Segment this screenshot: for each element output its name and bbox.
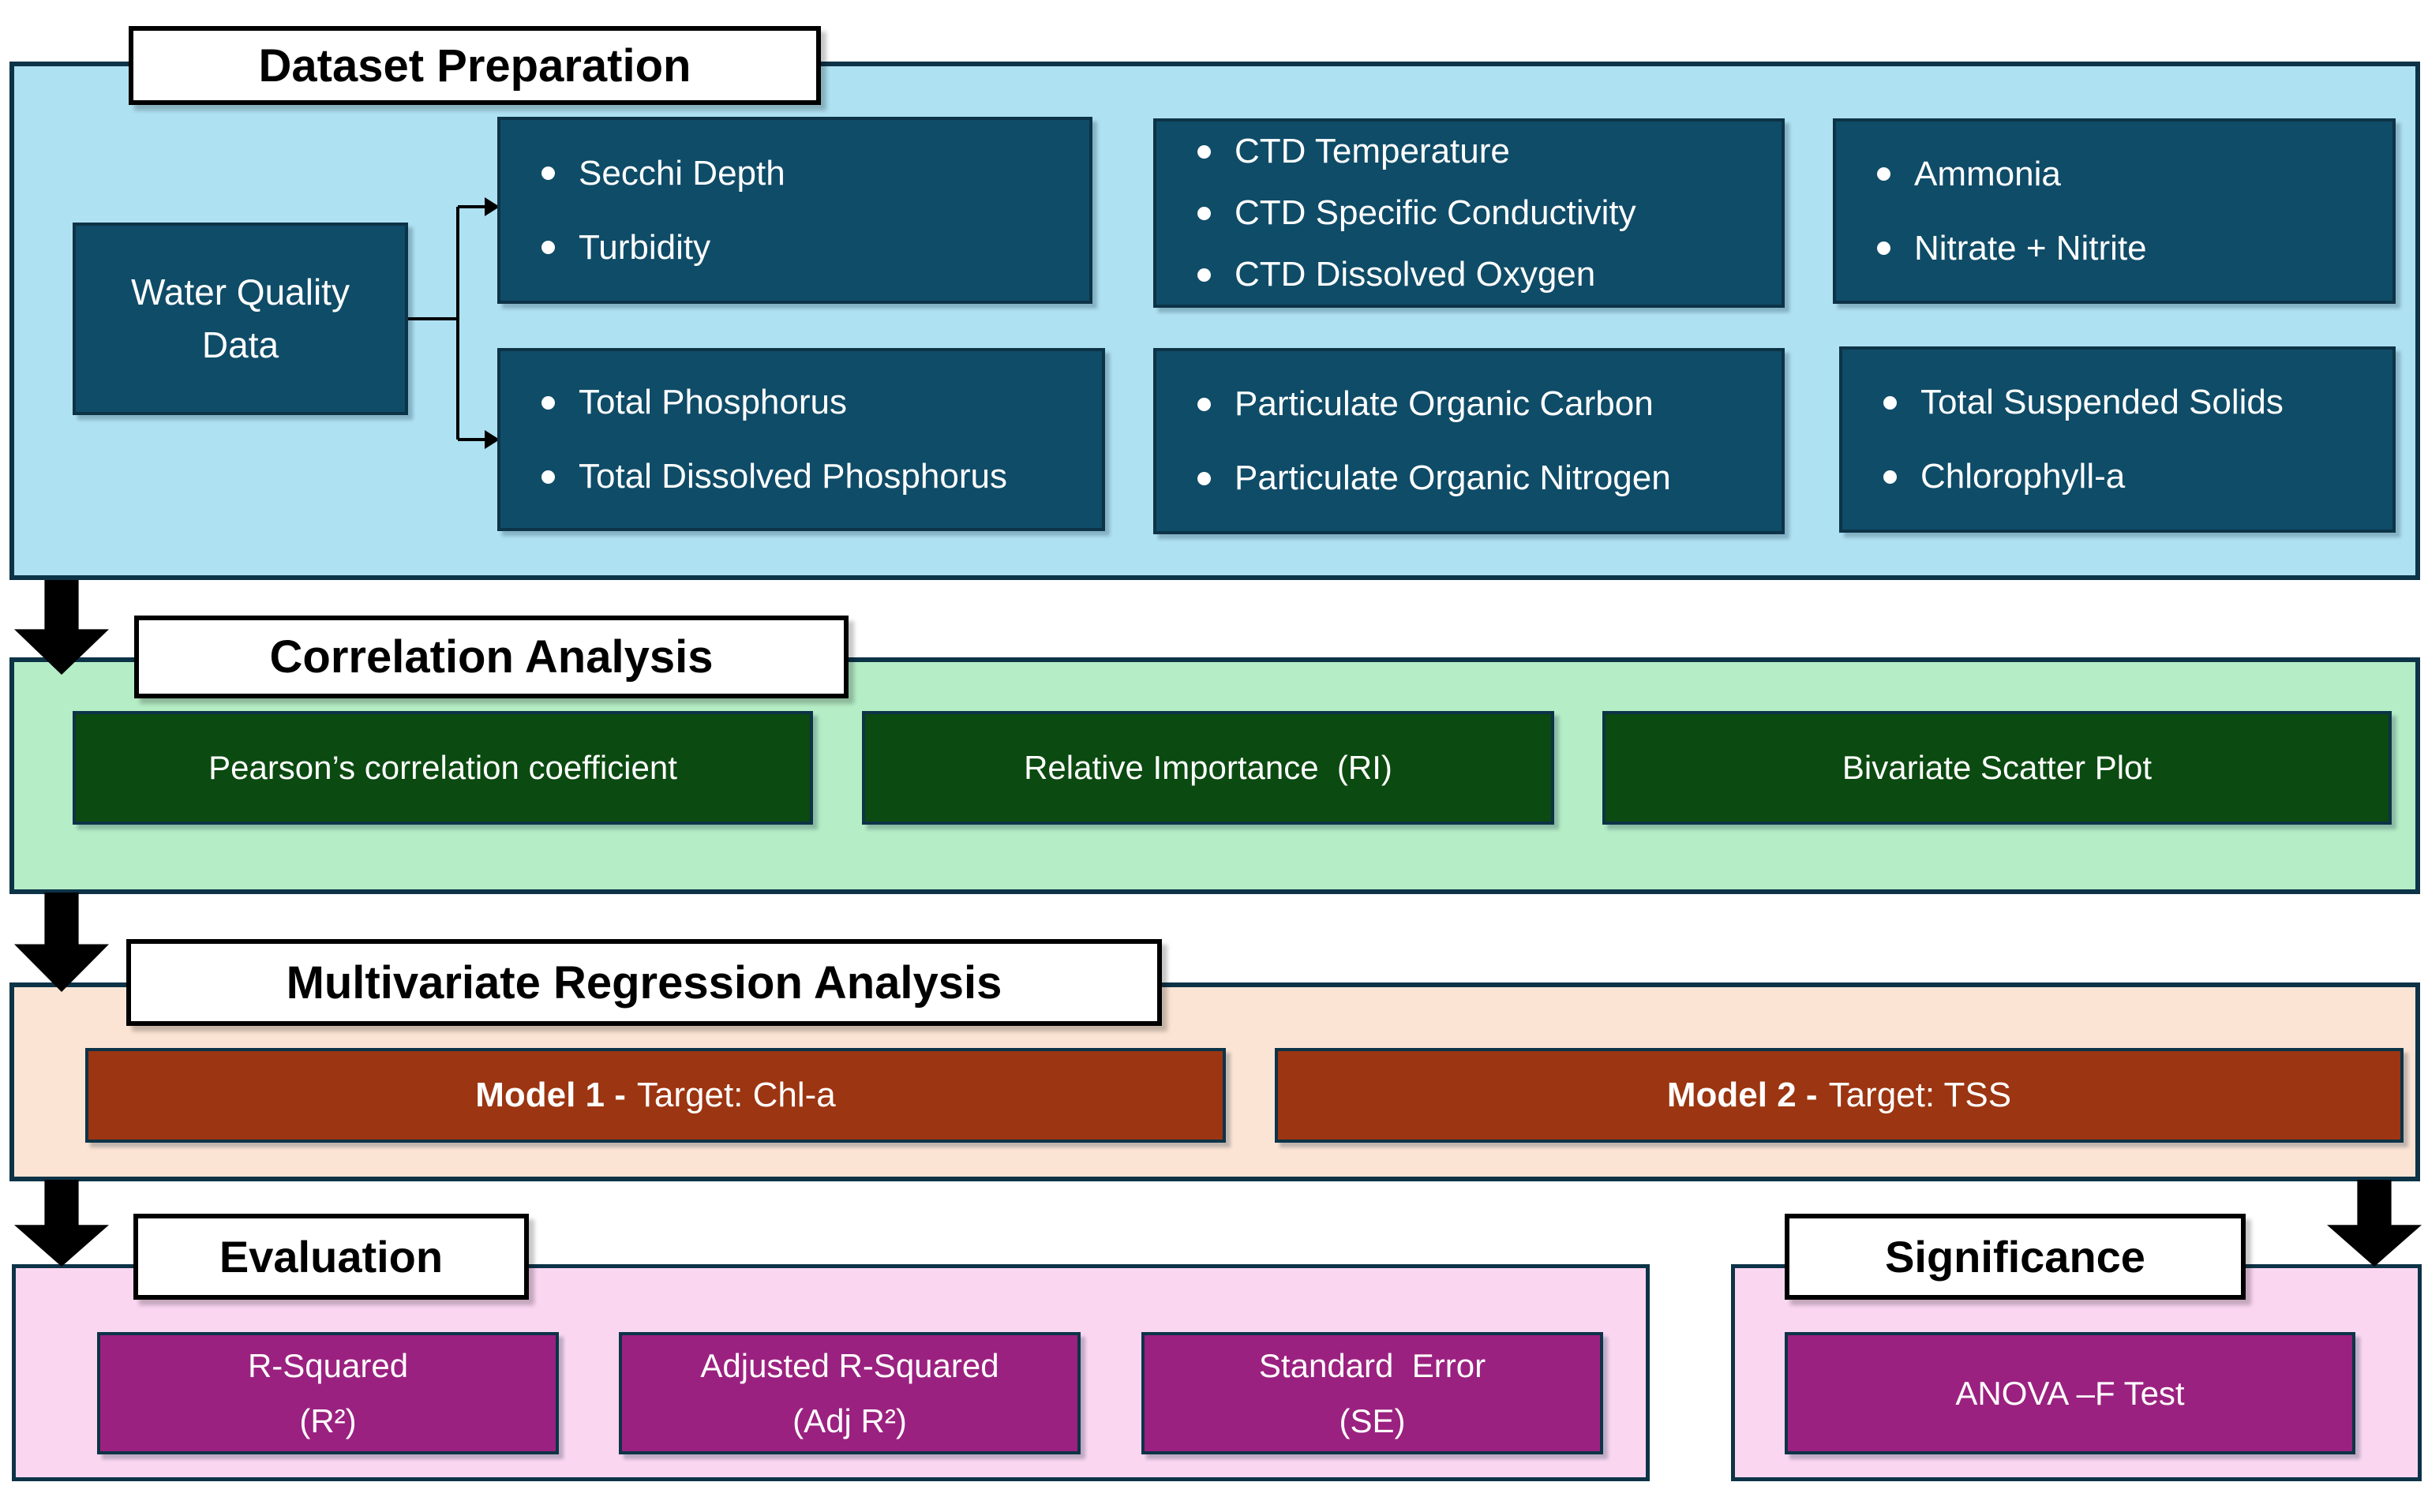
variable-group-ctd: CTD Temperature CTD Specific Conductivit…	[1153, 118, 1785, 308]
title-significance-label: Significance	[1885, 1232, 2145, 1282]
variable-label: Chlorophyll-a	[1920, 457, 2126, 496]
method-relative-importance-box: Relative Importance (RI)	[862, 711, 1554, 825]
bullet-icon	[1883, 395, 1897, 410]
metric-line1: R-Squared	[247, 1347, 409, 1385]
title-regression-analysis-label: Multivariate Regression Analysis	[286, 956, 1002, 1009]
method-pearson-box: Pearson’s correlation coefficient	[73, 711, 813, 825]
list-item: Particulate Organic Carbon	[1197, 384, 1774, 424]
metric-r-squared-box: R-Squared (R²)	[97, 1332, 559, 1454]
list-item: CTD Dissolved Oxygen	[1197, 255, 1774, 294]
bullet-icon	[541, 470, 555, 484]
method-bivariate-scatter-label: Bivariate Scatter Plot	[1842, 749, 2153, 786]
method-bivariate-scatter-box: Bivariate Scatter Plot	[1602, 711, 2392, 825]
variable-label: CTD Dissolved Oxygen	[1235, 255, 1596, 294]
variable-label: Total Dissolved Phosphorus	[579, 457, 1007, 496]
bullet-icon	[1197, 144, 1211, 159]
method-relative-importance-label: Relative Importance (RI)	[1024, 749, 1392, 786]
bullet-icon	[1197, 268, 1211, 282]
variable-label: Total Phosphorus	[579, 383, 847, 421]
down-arrow-icon	[14, 893, 109, 992]
bullet-icon	[541, 395, 555, 410]
title-correlation-analysis: Correlation Analysis	[134, 616, 849, 698]
metric-line2: (SE)	[1339, 1402, 1406, 1439]
bullet-icon	[1883, 470, 1897, 484]
metric-line2: (Adj R²)	[792, 1402, 907, 1439]
variable-label: Particulate Organic Nitrogen	[1235, 458, 1671, 497]
metric-line2: (R²)	[299, 1402, 357, 1439]
bullet-icon	[541, 241, 555, 254]
metric-line1: Standard Error	[1258, 1347, 1486, 1385]
list-item: Turbidity	[541, 228, 1081, 268]
metric-standard-error-box: Standard Error (SE)	[1141, 1332, 1603, 1454]
bullet-icon	[1197, 397, 1211, 411]
title-significance: Significance	[1785, 1214, 2246, 1300]
variable-label: Total Suspended Solids	[1920, 383, 2284, 421]
variable-label: CTD Specific Conductivity	[1235, 193, 1636, 232]
title-dataset-preparation-label: Dataset Preparation	[258, 39, 691, 92]
model-1-box: Model 1 - Target: Chl-a	[85, 1048, 1226, 1143]
model-2-name: Model 2 -	[1666, 1076, 1818, 1114]
variable-label: Nitrate + Nitrite	[1914, 228, 2147, 268]
bullet-icon	[1197, 206, 1211, 220]
variable-label: Particulate Organic Carbon	[1235, 384, 1654, 423]
bullet-icon	[1877, 241, 1890, 255]
list-item: Total Phosphorus	[541, 383, 1094, 422]
title-correlation-analysis-label: Correlation Analysis	[269, 631, 714, 683]
title-regression-analysis: Multivariate Regression Analysis	[126, 939, 1162, 1026]
list-item: Total Dissolved Phosphorus	[541, 457, 1094, 496]
list-item: Ammonia	[1877, 155, 2385, 194]
model-2-box: Model 2 - Target: TSS	[1275, 1048, 2404, 1143]
variable-group-particulate: Particulate Organic Carbon Particulate O…	[1153, 348, 1785, 534]
variable-label: Ammonia	[1914, 154, 2061, 193]
bullet-icon	[1197, 471, 1211, 485]
list-item: CTD Temperature	[1197, 132, 1774, 171]
water-quality-data-box: Water Quality Data	[73, 223, 408, 415]
variable-label: CTD Temperature	[1235, 132, 1510, 170]
variable-group-solids: Total Suspended Solids Chlorophyll-a	[1839, 346, 2396, 533]
list-item: Particulate Organic Nitrogen	[1197, 458, 1774, 498]
variable-label: Secchi Depth	[579, 153, 785, 193]
method-pearson-label: Pearson’s correlation coefficient	[208, 749, 677, 786]
anova-f-test-box: ANOVA –F Test	[1785, 1332, 2355, 1454]
bullet-icon	[541, 167, 555, 180]
title-dataset-preparation: Dataset Preparation	[129, 26, 821, 105]
title-evaluation-label: Evaluation	[219, 1232, 444, 1282]
down-arrow-icon	[2327, 1180, 2422, 1267]
list-item: Chlorophyll-a	[1883, 457, 2385, 496]
list-item: Secchi Depth	[541, 154, 1081, 193]
list-item: CTD Specific Conductivity	[1197, 193, 1774, 233]
variable-group-clarity: Secchi Depth Turbidity	[497, 117, 1092, 304]
water-quality-data-label: Water Quality Data	[131, 271, 350, 365]
list-item: Nitrate + Nitrite	[1877, 229, 2385, 268]
model-2-target: Target: TSS	[1828, 1076, 2012, 1114]
variable-group-phosphorus: Total Phosphorus Total Dissolved Phospho…	[497, 348, 1105, 531]
model-1-name: Model 1 -	[475, 1076, 626, 1114]
down-arrow-icon	[14, 1180, 109, 1267]
title-evaluation: Evaluation	[133, 1214, 529, 1300]
bullet-icon	[1877, 167, 1890, 181]
metric-line1: Adjusted R-Squared	[700, 1347, 999, 1385]
anova-f-test-label: ANOVA –F Test	[1955, 1374, 2185, 1412]
variable-label: Turbidity	[579, 227, 711, 267]
variable-group-nitrogen: Ammonia Nitrate + Nitrite	[1833, 118, 2396, 304]
metric-adjusted-r-squared-box: Adjusted R-Squared (Adj R²)	[619, 1332, 1081, 1454]
model-1-target: Target: Chl-a	[636, 1076, 836, 1114]
list-item: Total Suspended Solids	[1883, 383, 2385, 422]
